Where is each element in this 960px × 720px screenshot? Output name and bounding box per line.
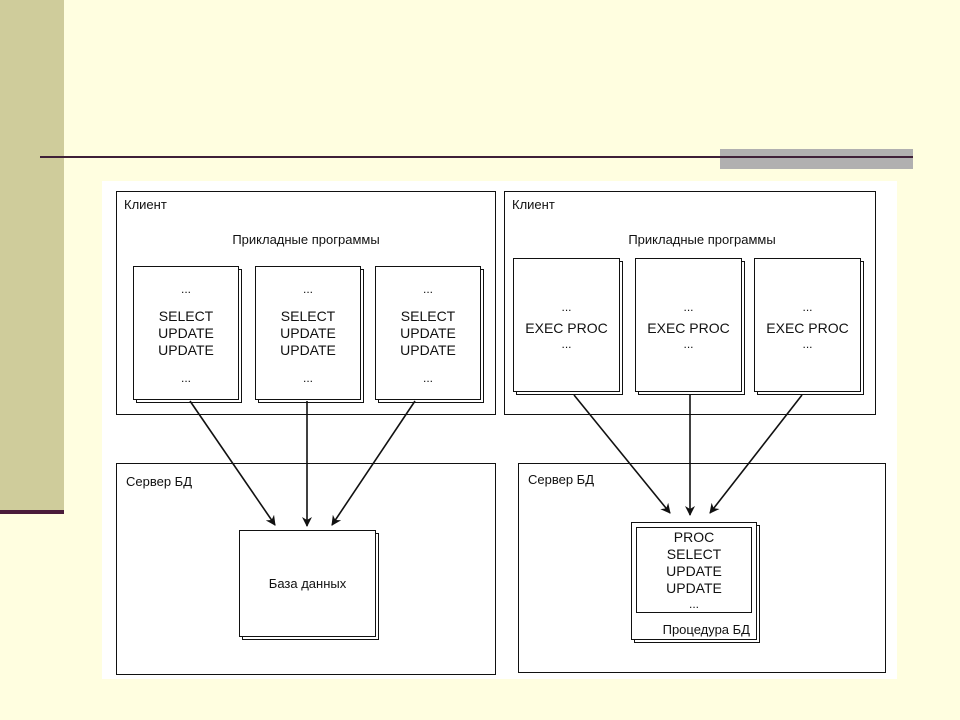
program-line: SELECT	[158, 307, 214, 324]
right-program-2: ... EXEC PROC ...	[635, 258, 745, 395]
program-line: ...	[802, 299, 813, 314]
title-accent-block	[720, 149, 913, 169]
program-line: ...	[683, 336, 694, 351]
program-line: SELECT	[280, 307, 336, 324]
procedure-line: SELECT	[666, 546, 722, 562]
program-line: ...	[422, 370, 433, 385]
program-line: ...	[422, 281, 433, 296]
right-client-panel: Клиент Прикладные программы ... EXEC PRO…	[504, 191, 876, 415]
right-program-1: ... EXEC PROC ...	[513, 258, 623, 395]
program-line: ...	[302, 370, 313, 385]
database-label: База данных	[268, 576, 347, 591]
client-server-diagram: Клиент Прикладные программы ... SELECT U…	[102, 181, 897, 679]
program-line: EXEC PROC	[766, 319, 849, 336]
right-server-label: Сервер БД	[528, 472, 595, 487]
left-program-2: ... SELECT UPDATE UPDATE ...	[255, 266, 364, 403]
left-server-label: Сервер БД	[126, 474, 193, 489]
program-line: UPDATE	[280, 341, 336, 358]
db-procedure-box: PROC SELECT UPDATE UPDATE ... Процедура …	[631, 522, 760, 643]
right-server-panel: Сервер БД PROC SELECT UPDATE UPDATE ... …	[518, 463, 886, 673]
program-line: ...	[180, 370, 191, 385]
procedure-line: ...	[688, 597, 699, 611]
right-apps-caption: Прикладные программы	[628, 232, 776, 247]
title-rule-accent	[720, 156, 913, 158]
procedure-line: UPDATE	[666, 580, 722, 596]
program-line: ...	[802, 336, 813, 351]
right-program-3: ... EXEC PROC ...	[754, 258, 864, 395]
left-client-panel: Клиент Прикладные программы ... SELECT U…	[116, 191, 496, 415]
program-line: UPDATE	[158, 341, 214, 358]
procedure-line: UPDATE	[666, 563, 722, 579]
procedure-code-frame: PROC SELECT UPDATE UPDATE ...	[636, 527, 752, 613]
left-program-1: ... SELECT UPDATE UPDATE ...	[133, 266, 242, 403]
left-client-label: Клиент	[124, 197, 167, 212]
program-line: UPDATE	[280, 324, 336, 341]
program-line: ...	[561, 336, 572, 351]
procedure-caption: Процедура БД	[662, 622, 750, 637]
left-apps-caption: Прикладные программы	[232, 232, 380, 247]
procedure-line: PROC	[673, 529, 715, 545]
sidebar-underline	[0, 510, 64, 514]
program-line: SELECT	[400, 307, 456, 324]
program-line: ...	[302, 281, 313, 296]
right-client-label: Клиент	[512, 197, 555, 212]
left-server-panel: Сервер БД База данных	[116, 463, 496, 675]
database-box: База данных	[239, 530, 379, 640]
program-line: UPDATE	[158, 324, 214, 341]
program-line: UPDATE	[400, 324, 456, 341]
program-line: ...	[683, 299, 694, 314]
program-line: EXEC PROC	[647, 319, 730, 336]
program-line: ...	[561, 299, 572, 314]
program-line: EXEC PROC	[525, 319, 608, 336]
program-line: UPDATE	[400, 341, 456, 358]
title-rule	[40, 156, 913, 158]
left-program-3: ... SELECT UPDATE UPDATE ...	[375, 266, 484, 403]
program-line: ...	[180, 281, 191, 296]
slide-sidebar	[0, 0, 64, 512]
